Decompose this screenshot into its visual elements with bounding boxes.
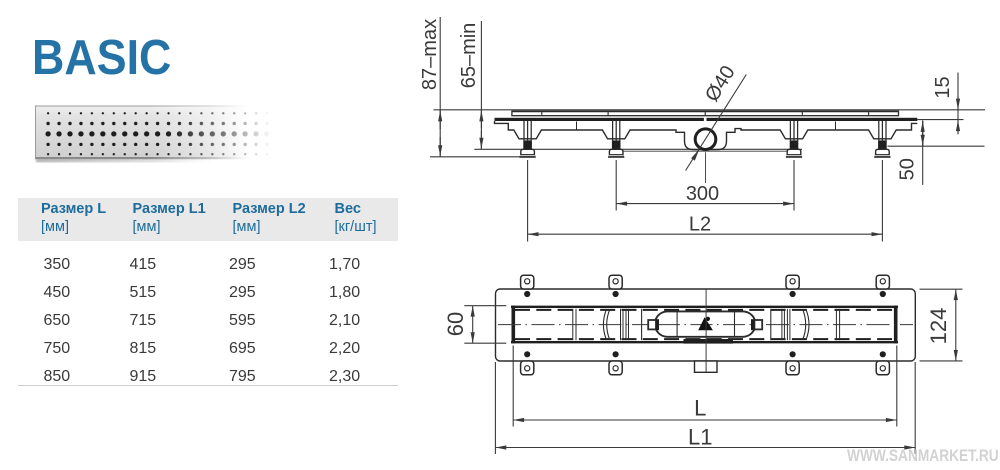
svg-text:87–max: 87–max (419, 19, 441, 90)
svg-text:300: 300 (686, 183, 719, 205)
svg-text:124: 124 (926, 308, 951, 345)
svg-text:L1: L1 (688, 425, 712, 450)
svg-text:15: 15 (932, 76, 954, 98)
svg-text:L2: L2 (689, 213, 711, 235)
svg-text:65–min: 65–min (458, 23, 480, 89)
svg-text:50: 50 (897, 158, 919, 180)
svg-text:60: 60 (443, 312, 468, 336)
svg-text:Ø40: Ø40 (701, 62, 740, 106)
svg-text:L: L (694, 396, 706, 421)
